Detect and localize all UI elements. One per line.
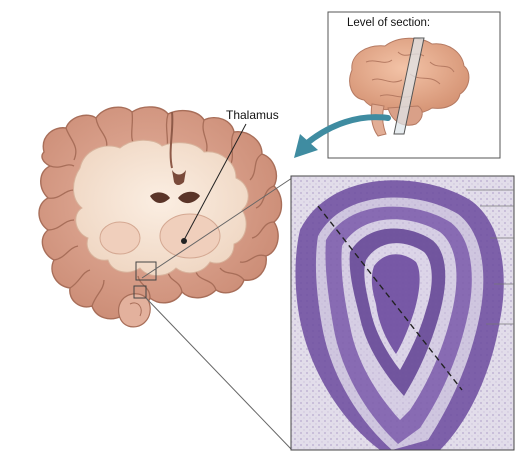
- coronal-brain-section: [39, 107, 282, 327]
- histology-panel: [291, 176, 514, 450]
- hippocampus: [119, 294, 151, 327]
- thalamus-pointer-dot: [181, 238, 187, 244]
- connector-bottom: [146, 298, 292, 450]
- thalamus-label: Thalamus: [226, 108, 279, 122]
- section-level-inset: [328, 12, 500, 158]
- white-matter: [74, 140, 249, 275]
- level-of-section-label: Level of section:: [347, 17, 430, 29]
- thalamus-region: [160, 214, 220, 258]
- deep-gray-left: [100, 222, 140, 254]
